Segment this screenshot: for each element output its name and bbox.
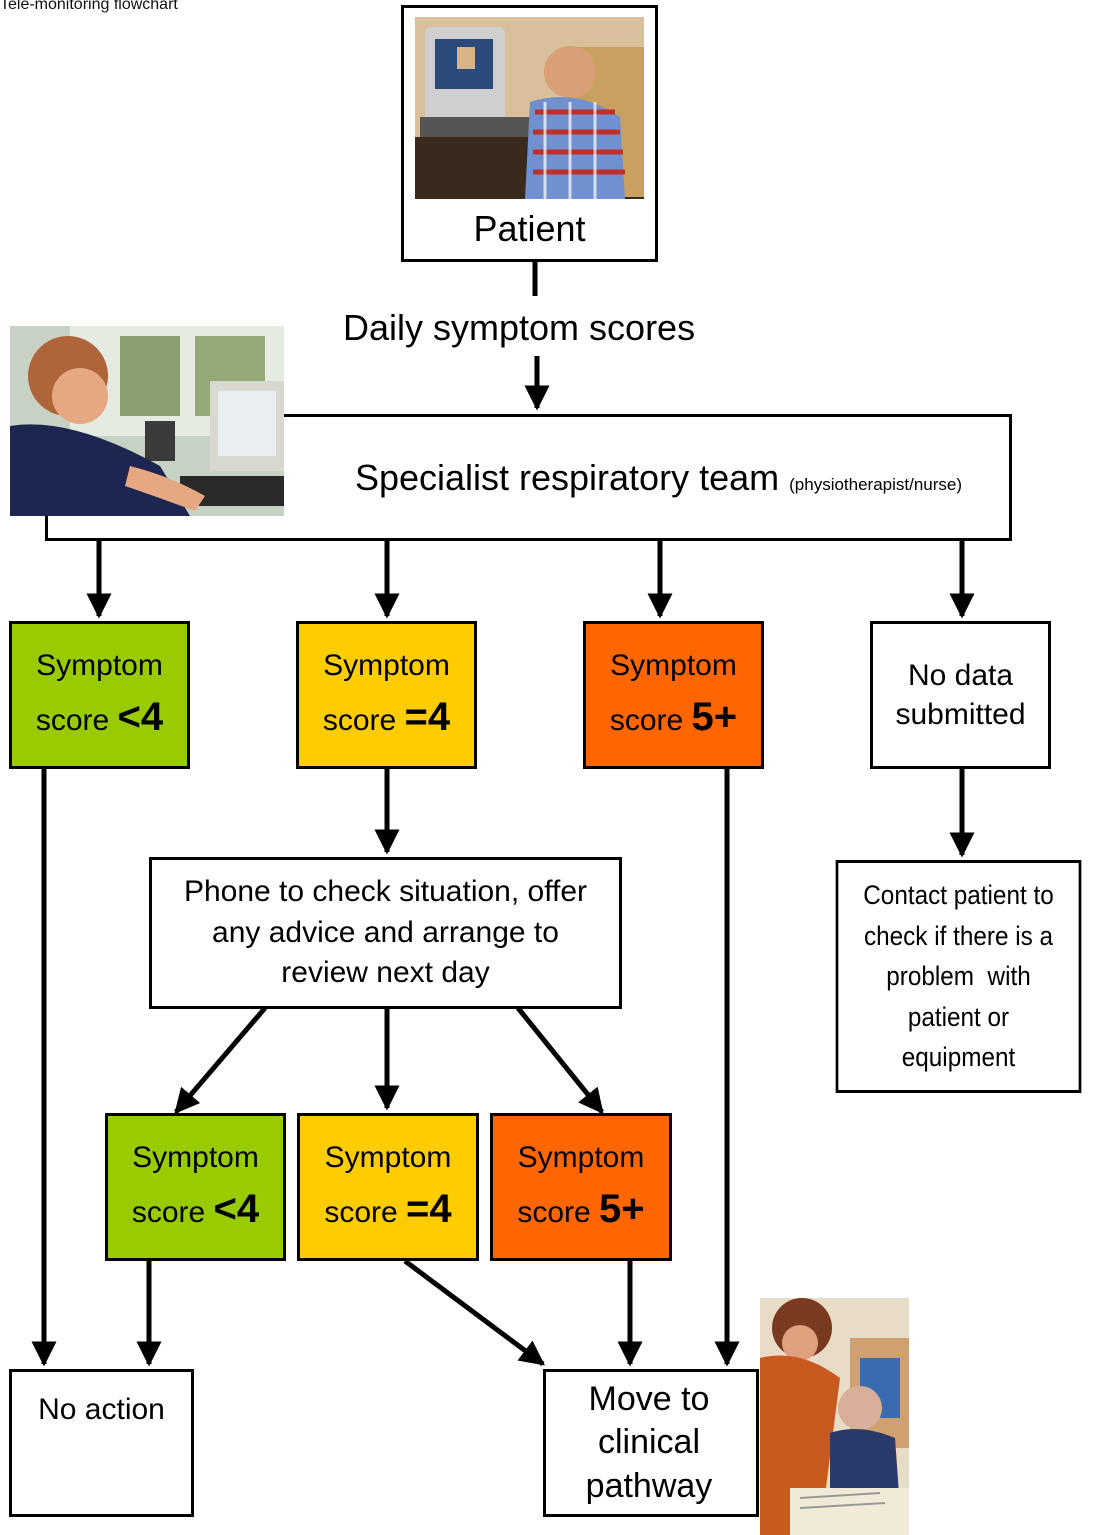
phone-check-box: Phone to check situation, offer any advi… — [149, 857, 622, 1009]
phone-to-green2-arrow — [174, 1006, 267, 1114]
patient-photo-illustration — [415, 17, 644, 199]
clinical-line1: Move to — [588, 1379, 710, 1418]
phone-line1: Phone to check situation, offer — [183, 875, 588, 909]
no-action-box: No action — [9, 1369, 194, 1517]
row2-5plus-value: 5+ — [599, 1186, 645, 1231]
patient-photo — [415, 17, 644, 199]
row2-eq4-line1: Symptom — [324, 1141, 452, 1175]
no-data-line1: No data — [907, 659, 1014, 692]
row1-5plus-value: 5+ — [691, 694, 738, 739]
row1-symptom-score-5plus-box: Symptom score 5+ — [583, 621, 764, 769]
patient-label: Patient — [473, 208, 586, 249]
contact-line4: patient or — [907, 1001, 1010, 1032]
nurse-photo-illustration — [10, 326, 284, 516]
clinical-pathway-box: Move to clinical pathway — [543, 1369, 759, 1517]
row2-eq4-line2: score — [324, 1195, 398, 1229]
row2-symptom-score-5plus-box: Symptom score 5+ — [490, 1113, 672, 1261]
row1-eq4-line2: score — [322, 703, 397, 737]
row2-lt4-line2: score — [131, 1195, 206, 1229]
row1-eq4-line1: Symptom — [323, 649, 450, 683]
contact-patient-box: Contact patient to check if there is a p… — [835, 860, 1082, 1093]
clinical-line3: pathway — [585, 1466, 713, 1505]
row1-lt4-value: <4 — [117, 694, 164, 739]
contact-line1: Contact patient to — [863, 880, 1054, 911]
team-label: Specialist respiratory team — [354, 456, 780, 498]
patient-box: Patient — [401, 5, 658, 262]
row2-lt4-value: <4 — [213, 1186, 260, 1231]
phone-line2: any advice and arrange to — [212, 915, 559, 949]
team-note: (physiotherapist/nurse) — [789, 474, 963, 494]
row1-lt4-line1: Symptom — [36, 649, 163, 683]
row1-symptom-score-eq4-box: Symptom score =4 — [296, 621, 477, 769]
row2-5plus-line2: score — [517, 1195, 591, 1229]
row2-symptom-score-lt4-box: Symptom score <4 — [105, 1113, 286, 1261]
row1-symptom-score-lt4-box: Symptom score <4 — [9, 621, 190, 769]
row1-lt4-line2: score — [35, 703, 110, 737]
clinician-photo — [760, 1298, 909, 1535]
no-data-submitted-box: No data submitted — [870, 621, 1051, 769]
figure-caption: Tele-monitoring flowchart — [0, 0, 178, 13]
row2-symptom-score-eq4-box: Symptom score =4 — [297, 1113, 479, 1261]
contact-line5: equipment — [901, 1042, 1016, 1073]
phone-line3: review next day — [281, 956, 490, 990]
row2-eq4-value: =4 — [406, 1186, 452, 1231]
contact-line3: problem with — [886, 961, 1031, 992]
phone-to-orange2-arrow — [516, 1006, 604, 1114]
clinician-photo-illustration — [760, 1298, 909, 1535]
row1-5plus-line2: score — [609, 703, 684, 737]
contact-line2: check if there is a — [863, 920, 1054, 951]
no-action-label: No action — [38, 1393, 165, 1426]
no-data-line2: submitted — [895, 698, 1026, 731]
nurse-photo — [10, 326, 284, 516]
clinical-line2: clinical — [597, 1423, 701, 1462]
row2-5plus-line1: Symptom — [517, 1141, 645, 1175]
row1-5plus-line1: Symptom — [610, 649, 737, 683]
row2-lt4-line1: Symptom — [132, 1141, 259, 1175]
daily-symptom-scores-label: Daily symptom scores — [343, 307, 696, 348]
yellow2-to-clinical-arrow — [403, 1258, 546, 1367]
row1-eq4-value: =4 — [404, 694, 451, 739]
